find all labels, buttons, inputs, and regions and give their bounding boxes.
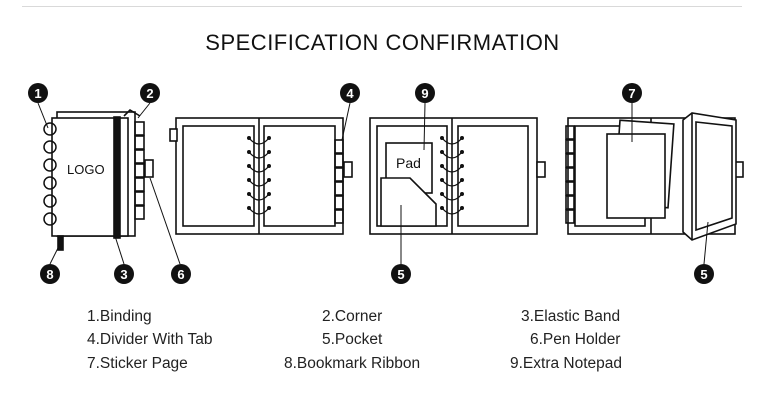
legend-bookmark-ribbon: 8.Bookmark Ribbon	[284, 355, 421, 372]
svg-text:1: 1	[34, 86, 41, 101]
page-title: SPECIFICATION CONFIRMATION	[205, 30, 560, 55]
top-divider	[22, 6, 742, 7]
svg-text:2: 2	[146, 86, 153, 101]
closed-notebook-figure	[43, 108, 154, 251]
legend-pen-holder: 6.Pen Holder	[530, 331, 621, 348]
svg-text:6: 6	[177, 267, 184, 282]
callout-badges: 1 2 3 4 5 5 6 7	[28, 83, 714, 284]
legend-divider-with-tab: 4.Divider With Tab	[87, 331, 213, 348]
svg-text:5: 5	[700, 267, 707, 282]
svg-text:3: 3	[120, 267, 127, 282]
open-notebook-dividers-figure	[169, 117, 353, 235]
callout-7: 7	[622, 83, 642, 103]
svg-text:7: 7	[628, 86, 635, 101]
legend-pocket: 5.Pocket	[322, 331, 383, 348]
divider-tabs	[134, 121, 145, 220]
legend-binding: 1.Binding	[87, 308, 152, 325]
legend-sticker-page: 7.Sticker Page	[87, 355, 188, 372]
svg-text:8: 8	[46, 267, 53, 282]
legend-elastic-band: 3.Elastic Band	[521, 308, 621, 325]
leader-lines	[37, 102, 709, 265]
callout-8: 8	[40, 264, 60, 284]
callout-6: 6	[171, 264, 191, 284]
open-notebook-sticker-figure	[565, 112, 744, 241]
pocket-flap-shape	[695, 121, 733, 232]
callout-5-sticker: 5	[694, 264, 714, 284]
open-notebook-pad-figure	[369, 117, 546, 235]
legend-corner: 2.Corner	[322, 308, 383, 325]
callout-9: 9	[415, 83, 435, 103]
svg-text:4: 4	[346, 86, 354, 101]
legend-extra-notepad: 9.Extra Notepad	[510, 355, 623, 372]
callout-4: 4	[340, 83, 360, 103]
left-page	[182, 125, 255, 227]
corner-shape	[123, 108, 141, 117]
binding-rings	[43, 122, 57, 226]
pen-holder-shape	[144, 159, 154, 178]
svg-text:5: 5	[397, 267, 404, 282]
callout-2: 2	[140, 83, 160, 103]
callout-3: 3	[114, 264, 134, 284]
sticker-page-shape	[606, 133, 666, 219]
binding-rings	[248, 137, 270, 215]
callout-5-pad: 5	[391, 264, 411, 284]
callout-1: 1	[28, 83, 48, 103]
pocket-shape	[380, 177, 437, 227]
pad-label: Pad	[396, 155, 421, 171]
logo-label: LOGO	[67, 162, 105, 177]
svg-text:9: 9	[421, 86, 428, 101]
pen-holder-shape	[343, 161, 353, 178]
elastic-band-shape	[113, 116, 121, 239]
divider-tabs	[334, 139, 344, 224]
bookmark-ribbon-shape	[57, 235, 64, 251]
right-page	[263, 125, 336, 227]
